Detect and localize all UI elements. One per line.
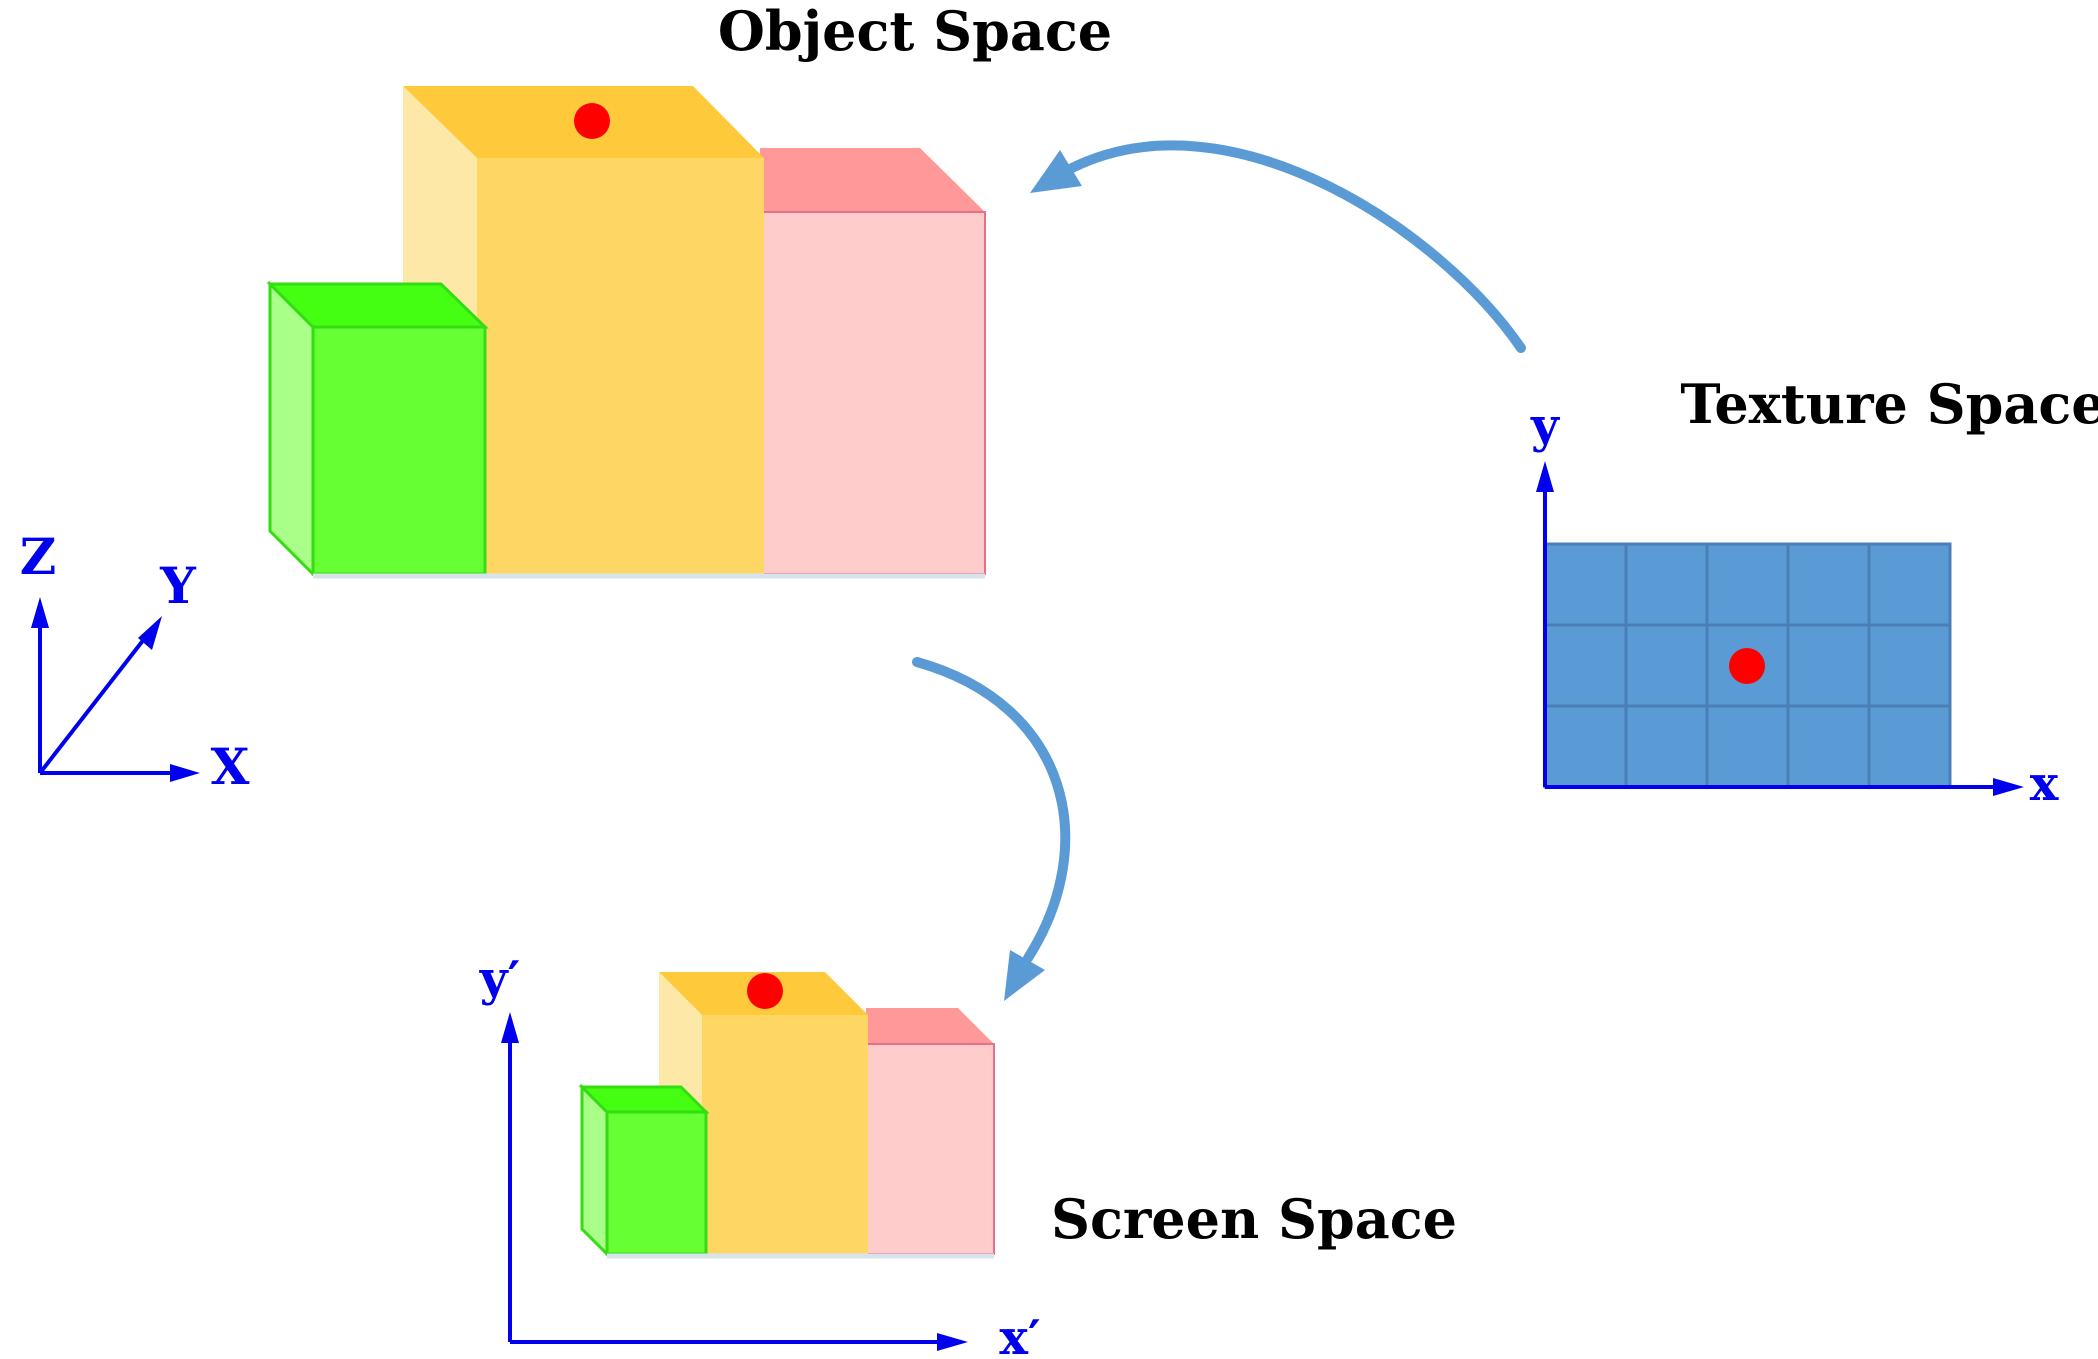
texture-to-object-arrowhead xyxy=(1030,150,1082,193)
screen-x-arrowhead xyxy=(937,1333,968,1351)
screen-space-blocks xyxy=(578,972,995,1259)
object-to-screen-arrow xyxy=(912,657,1071,1001)
screen-pink-block xyxy=(865,1008,995,1255)
object-pink-block xyxy=(759,148,986,575)
screen-y-arrowhead xyxy=(501,1012,519,1043)
texture-y-arrowhead xyxy=(1536,461,1554,492)
object-space-blocks xyxy=(266,86,986,579)
object-space-title: Object Space xyxy=(718,0,1112,63)
texture-grid-lines xyxy=(1545,544,1950,787)
object-to-screen-arrowhead xyxy=(1004,950,1045,1001)
world-y-label: Y xyxy=(159,556,197,615)
world-z-arrowhead xyxy=(31,597,49,628)
screen-marker-dot xyxy=(747,973,783,1009)
object-marker-dot xyxy=(574,103,610,139)
texture-marker-dot xyxy=(1729,648,1765,684)
world-x-arrowhead xyxy=(170,764,200,782)
texture-axes xyxy=(1536,461,2024,796)
object-yellow-front xyxy=(477,158,764,574)
world-z-label: Z xyxy=(20,527,57,586)
screen-pink-top xyxy=(866,1008,994,1044)
screen-yellow-front xyxy=(702,1015,868,1254)
texture-grid xyxy=(1543,542,1952,789)
object-pink-top xyxy=(760,148,985,212)
world-y-axis xyxy=(38,632,150,775)
screen-space-title: Screen Space xyxy=(1051,1187,1457,1251)
texture-space-title: Texture Space xyxy=(1680,372,2098,436)
world-x-label: X xyxy=(211,737,250,796)
screen-green-side xyxy=(580,1083,609,1258)
texture-y-label: y xyxy=(1530,398,1561,454)
texture-x-arrowhead xyxy=(1993,778,2024,796)
screen-x-label: x′ xyxy=(999,1310,1040,1359)
screen-axes xyxy=(501,1012,968,1351)
object-to-screen-arrow-curve xyxy=(912,657,1071,963)
world-y-arrowhead xyxy=(138,616,162,650)
object-green-front xyxy=(311,325,487,576)
screen-y-label: y′ xyxy=(479,951,521,1007)
object-green-block xyxy=(266,280,489,578)
screen-green-block xyxy=(578,1083,710,1258)
texture-to-object-arrow xyxy=(1030,140,1526,353)
world-axes xyxy=(31,597,200,782)
screen-pink-front xyxy=(865,1043,995,1255)
texture-to-object-arrow-curve xyxy=(1067,140,1526,353)
screen-green-front xyxy=(605,1110,708,1256)
object-green-side xyxy=(268,280,315,578)
object-pink-front xyxy=(759,211,986,575)
texture-x-label: x xyxy=(2030,756,2059,812)
